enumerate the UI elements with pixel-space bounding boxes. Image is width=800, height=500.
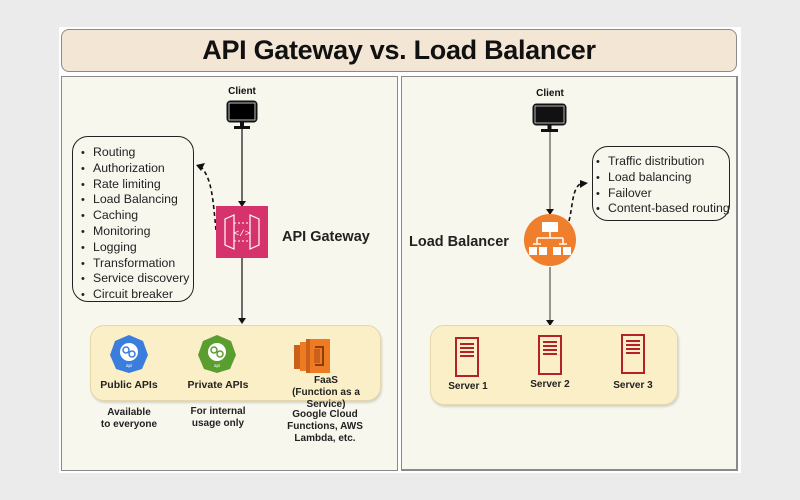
- faas-caption: Google Cloud Functions, AWS Lambda, etc.: [287, 409, 363, 444]
- api-gateway-icon: </>: [216, 206, 268, 258]
- arrow-head-icon: [546, 320, 554, 326]
- server-3-label: Server 3: [613, 380, 653, 391]
- arrow-head-icon: [238, 201, 246, 207]
- svg-text:</>: </>: [234, 229, 250, 239]
- load-balancer-label: Load Balancer: [409, 234, 509, 250]
- feature-item: Failover: [596, 186, 729, 202]
- arrow-head-icon: [196, 163, 205, 171]
- feature-item: Load balancing: [596, 170, 729, 186]
- server-1-label: Server 1: [448, 381, 488, 392]
- dashed-feature-arrow: [568, 183, 581, 222]
- api-icon-text: api: [126, 363, 132, 368]
- lb-features-list: Traffic distributionLoad balancingFailov…: [596, 154, 730, 217]
- gateway-features-box: RoutingAuthorizationRate limitingLoad Ba…: [72, 136, 194, 302]
- server-2-label: Server 2: [530, 379, 570, 390]
- private-api-icon: api: [198, 335, 236, 373]
- server-icon: [621, 334, 645, 374]
- arrow-head-icon: [580, 180, 588, 188]
- feature-item: Caching: [81, 208, 193, 224]
- diagram-title: API Gateway vs. Load Balancer: [202, 35, 596, 65]
- load-balancer-icon: [524, 214, 576, 266]
- client-label-left: Client: [228, 86, 256, 97]
- faas-label: FaaS (Function as a Service): [292, 375, 360, 410]
- feature-item: Load Balancing: [81, 192, 193, 208]
- monitor-icon: [226, 100, 258, 129]
- feature-item: Transformation: [81, 256, 193, 272]
- load-balancer-panel: [401, 76, 738, 471]
- feature-item: Traffic distribution: [596, 154, 729, 170]
- private-apis-label: Private APIs: [187, 379, 249, 391]
- server-icon: [455, 337, 479, 377]
- api-icon-text: api: [214, 363, 220, 368]
- feature-item: Circuit breaker: [81, 287, 193, 303]
- gateway-features-list: RoutingAuthorizationRate limitingLoad Ba…: [81, 145, 193, 303]
- arrow-head-icon: [238, 318, 246, 324]
- feature-item: Rate limiting: [81, 177, 193, 193]
- feature-item: Routing: [81, 145, 193, 161]
- client-label-right: Client: [536, 88, 564, 99]
- feature-item: Service discovery: [81, 271, 193, 287]
- dashed-feature-arrow: [201, 167, 217, 231]
- arrow-head-icon: [546, 209, 554, 215]
- public-apis-caption: Available to everyone: [100, 407, 158, 430]
- lb-features-box: Traffic distributionLoad balancingFailov…: [592, 146, 730, 221]
- feature-item: Content-based routing: [596, 201, 730, 217]
- public-api-icon: api: [110, 335, 148, 373]
- feature-item: Authorization: [81, 161, 193, 177]
- private-apis-caption: For internal usage only: [190, 406, 246, 429]
- api-gateway-label: API Gateway: [282, 229, 370, 245]
- feature-item: Monitoring: [81, 224, 193, 240]
- title-banner: API Gateway vs. Load Balancer: [61, 29, 737, 72]
- feature-item: Logging: [81, 240, 193, 256]
- server-icon: [538, 335, 562, 375]
- public-apis-label: Public APIs: [100, 379, 158, 391]
- faas-lambda-icon: [294, 339, 330, 373]
- monitor-icon: [532, 103, 567, 132]
